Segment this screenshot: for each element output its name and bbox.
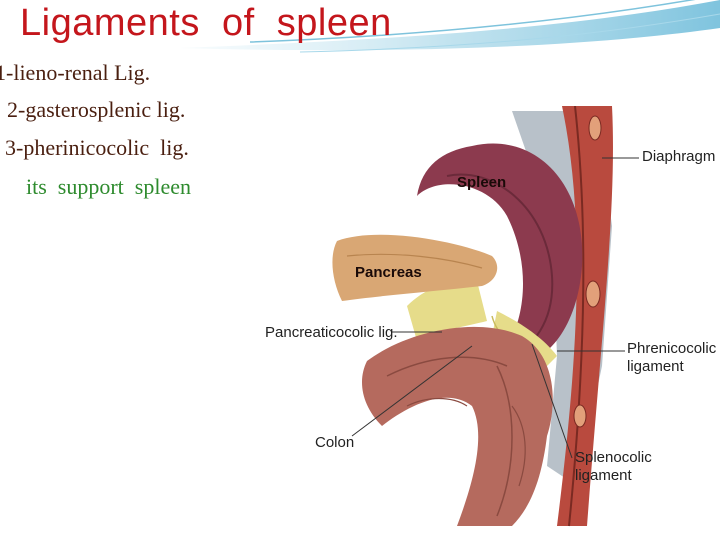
anatomy-drawing xyxy=(332,105,639,527)
colon-pointer xyxy=(351,345,473,437)
slide-title: Ligaments of spleen xyxy=(20,2,392,44)
spleen-label: Spleen xyxy=(457,174,507,191)
spleen-organ xyxy=(417,143,583,365)
pancreaticocolic-ligament xyxy=(407,279,487,341)
phrenicocolic-label-line2: ligament xyxy=(627,358,684,375)
splenocolic-label-line2: ligament xyxy=(575,467,632,484)
header-swoosh-decoration xyxy=(180,0,720,53)
text-line-lienorenal: 1-lieno-renal Lig. xyxy=(0,60,151,85)
diaphragm-label: Diaphragm xyxy=(642,148,716,165)
splenocolic-pointer xyxy=(531,343,573,459)
spleen-ligaments-illustration: Diaphragm Spleen Pancreas Pancreaticocol… xyxy=(257,105,720,532)
colon-label: Colon xyxy=(315,434,355,451)
text-line-phrenicocolic: 3-pherinicocolic lig. xyxy=(5,135,189,160)
splenocolic-label-line1: Splenocolic xyxy=(575,449,652,466)
text-line-gastrosplenic: 2-gasterosplenic lig. xyxy=(7,97,186,122)
diaphragm-muscle xyxy=(557,106,613,526)
colon-organ xyxy=(362,326,553,526)
pancreas-organ xyxy=(332,234,498,301)
phrenicocolic-label-line1: Phrenicocolic xyxy=(627,340,717,357)
text-line-support: its support spleen xyxy=(26,174,191,199)
pancreaticocolic-label: Pancreaticocolic lig. xyxy=(265,324,398,341)
pancreas-label: Pancreas xyxy=(355,264,422,281)
